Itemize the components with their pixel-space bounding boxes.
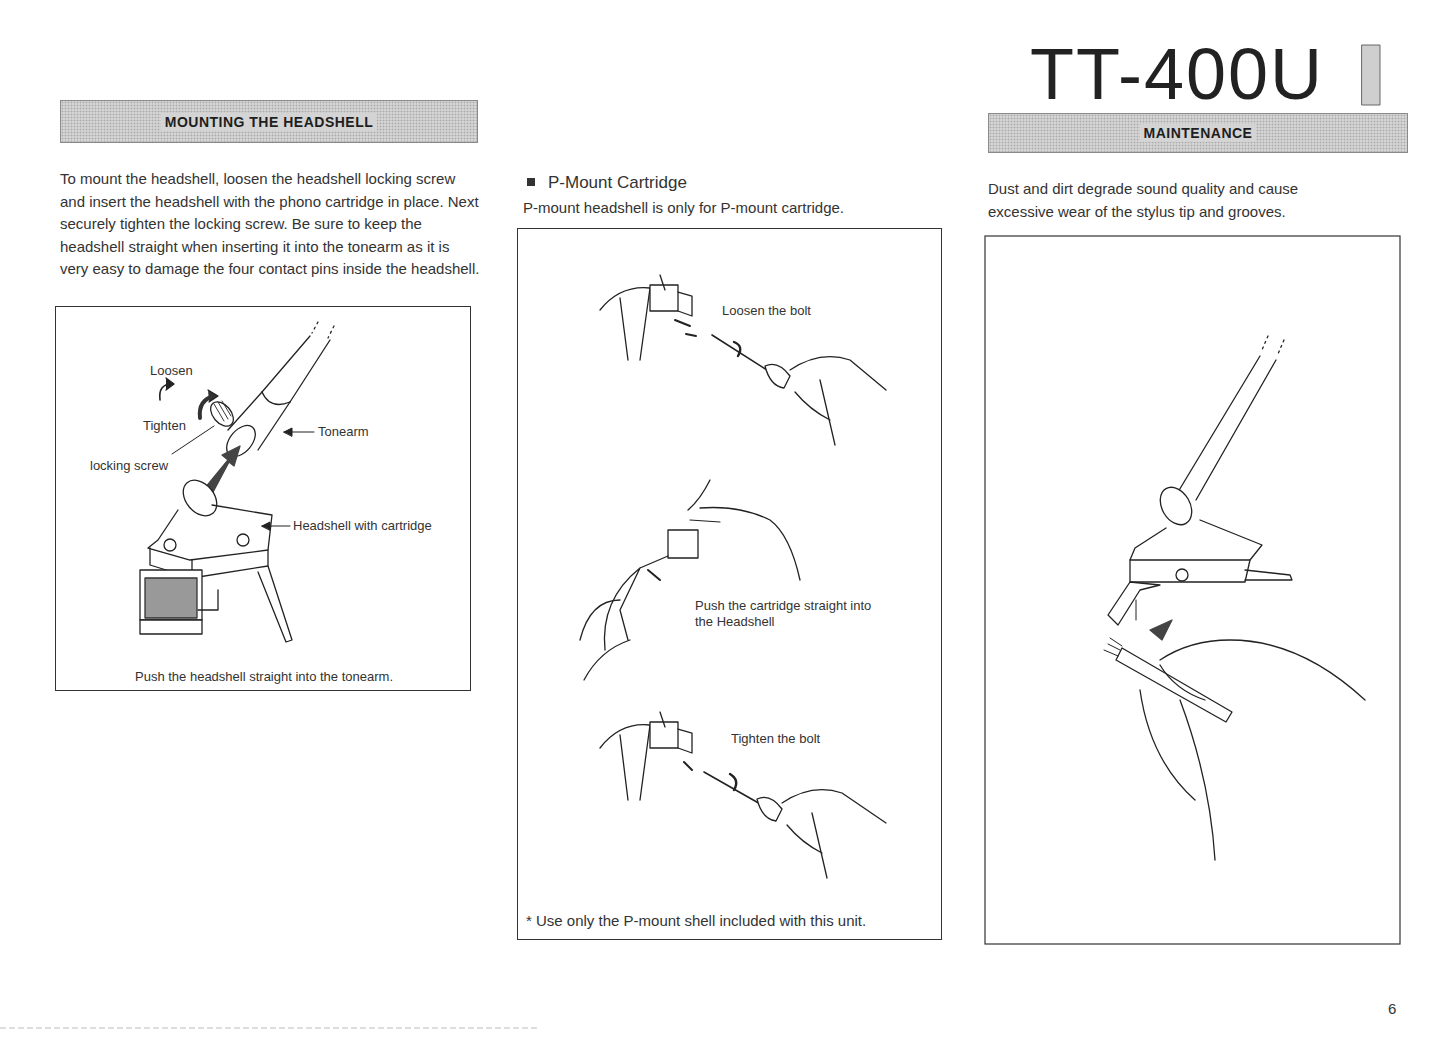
- subsection-heading: P-Mount Cartridge: [548, 173, 687, 193]
- band-heading: MOUNTING THE HEADSHELL: [161, 113, 378, 131]
- body-paragraph: Dust and dirt degrade sound quality and …: [988, 178, 1358, 223]
- part-label: Loosen: [150, 363, 193, 378]
- illustration-frame: * Use only the P-mount shell included wi…: [517, 228, 942, 940]
- section-band: MOUNTING THE HEADSHELL: [60, 100, 478, 143]
- body-text: P-mount headshell is only for P-mount ca…: [523, 199, 844, 216]
- frame-caption: * Use only the P-mount shell included wi…: [526, 912, 866, 929]
- illustration-frame: Push the headshell straight into the ton…: [55, 306, 471, 691]
- step-label: Tighten the bolt: [731, 731, 820, 746]
- part-label: locking screw: [90, 458, 168, 473]
- step-label: Loosen the bolt: [722, 303, 811, 318]
- part-label: Tighten: [143, 418, 186, 433]
- page-number: 6: [1388, 1000, 1396, 1017]
- step-label: Push the cartridge straight into the Hea…: [695, 598, 875, 630]
- section-band: MAINTENANCE: [988, 113, 1408, 153]
- band-heading: MAINTENANCE: [1140, 124, 1257, 142]
- part-label: Tonearm: [318, 424, 369, 439]
- frame-caption: Push the headshell straight into the ton…: [135, 669, 393, 684]
- part-label: Headshell with cartridge: [293, 518, 432, 533]
- page-title: TT-400U: [1030, 38, 1324, 110]
- body-paragraph: To mount the headshell, loosen the heads…: [60, 168, 480, 281]
